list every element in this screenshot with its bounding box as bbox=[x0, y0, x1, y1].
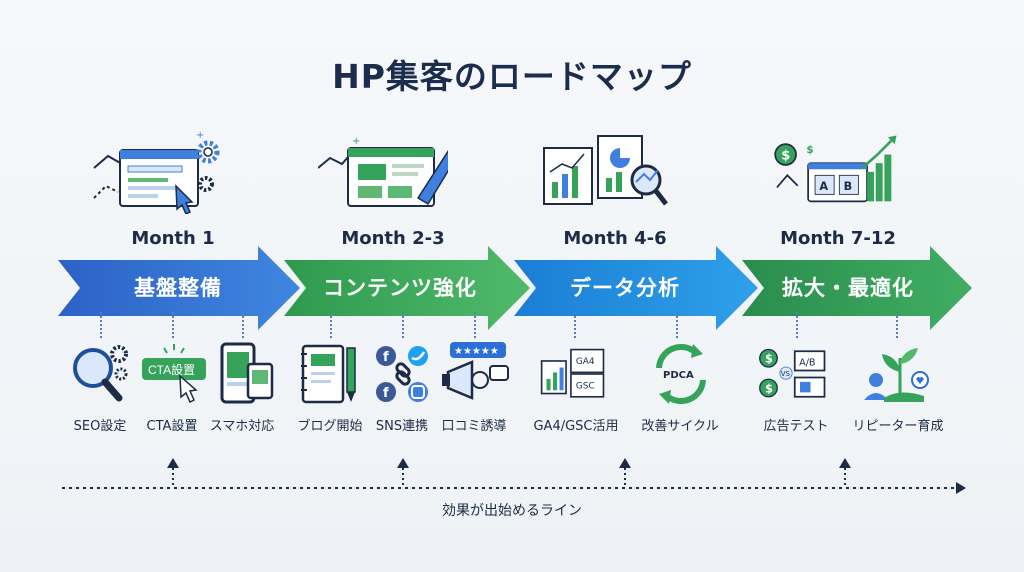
content-writing-illustration: + bbox=[318, 136, 448, 207]
item-label: 改善サイクル bbox=[641, 419, 719, 434]
website-setup-illustration: + bbox=[93, 130, 220, 214]
svg-text:A/B: A/B bbox=[799, 357, 815, 368]
svg-text:CTA設置: CTA設置 bbox=[148, 362, 195, 377]
connector bbox=[474, 312, 476, 338]
connector bbox=[100, 312, 102, 338]
svg-text:$: $ bbox=[765, 381, 773, 395]
connector bbox=[242, 312, 244, 338]
effect-line-label: 効果が出始めるライン bbox=[442, 503, 582, 519]
svg-text:B: B bbox=[844, 180, 853, 193]
svg-text:VS: VS bbox=[781, 370, 791, 378]
data-analysis-illustration bbox=[543, 135, 668, 206]
svg-text:+: + bbox=[352, 136, 360, 147]
svg-text:GA4: GA4 bbox=[576, 357, 595, 367]
item-label: ブログ開始 bbox=[297, 419, 363, 434]
connector bbox=[172, 312, 174, 338]
blog-notebook-icon bbox=[301, 344, 356, 404]
effect-marker bbox=[839, 458, 851, 486]
svg-text:★★★★★: ★★★★★ bbox=[454, 346, 499, 357]
pdca-cycle-icon: PDCA bbox=[656, 343, 706, 405]
connector bbox=[896, 312, 898, 338]
seo-magnifier-icon bbox=[73, 345, 128, 402]
item-label: 口コミ誘導 bbox=[441, 419, 507, 434]
phase-label-4: 拡大・最適化 bbox=[782, 276, 914, 300]
item-label: リピーター育成 bbox=[852, 419, 944, 434]
month-label-4: Month 7-12 bbox=[780, 228, 896, 249]
phase-label-3: データ分析 bbox=[570, 276, 680, 300]
phase-arrow-1 bbox=[58, 246, 300, 330]
connector bbox=[796, 312, 798, 338]
item-label: スマホ対応 bbox=[209, 419, 275, 434]
megaphone-review-icon: ★★★★★ bbox=[442, 342, 509, 400]
connector bbox=[402, 312, 404, 338]
svg-text:$: $ bbox=[765, 352, 773, 366]
ga4-gsc-report-icon: GA4 GSC bbox=[540, 348, 605, 398]
item-label: 広告テスト bbox=[763, 419, 829, 434]
page-title: HP集客のロードマップ bbox=[332, 57, 692, 96]
svg-text:f: f bbox=[383, 386, 389, 401]
svg-text:$: $ bbox=[806, 144, 813, 156]
svg-text:$: $ bbox=[781, 149, 790, 164]
connector bbox=[676, 312, 678, 338]
svg-text:A: A bbox=[819, 180, 828, 193]
svg-text:f: f bbox=[383, 350, 389, 365]
smartphone-tablet-icon bbox=[220, 342, 274, 404]
effect-marker bbox=[167, 458, 179, 486]
phase-label-2: コンテンツ強化 bbox=[323, 276, 477, 300]
phase-arrow-3 bbox=[514, 246, 758, 330]
month-label-3: Month 4-6 bbox=[563, 228, 667, 249]
phase-arrow-4 bbox=[742, 246, 972, 330]
month-label-1: Month 1 bbox=[131, 228, 215, 249]
effect-line bbox=[62, 458, 966, 494]
item-label: GA4/GSC活用 bbox=[533, 419, 619, 434]
svg-text:PDCA: PDCA bbox=[663, 370, 694, 381]
phase-arrows bbox=[58, 246, 972, 330]
repeater-growth-icon bbox=[864, 348, 929, 402]
month-label-2: Month 2-3 bbox=[341, 228, 445, 249]
effect-marker bbox=[619, 458, 631, 486]
item-label: SEO設定 bbox=[73, 419, 127, 434]
connector bbox=[330, 312, 332, 338]
ab-test-icon: $ $ VS A/B bbox=[759, 348, 826, 398]
growth-expansion-illustration: $ $ A B bbox=[774, 135, 897, 203]
connector bbox=[574, 312, 576, 338]
effect-marker bbox=[397, 458, 409, 486]
phase-label-1: 基盤整備 bbox=[134, 276, 222, 300]
sns-links-icon: f f bbox=[376, 346, 428, 402]
phase-arrow-2 bbox=[284, 246, 530, 330]
item-label: CTA設置 bbox=[146, 419, 198, 434]
svg-text:GSC: GSC bbox=[576, 382, 595, 392]
cta-button-icon: CTA設置 bbox=[142, 344, 206, 404]
svg-text:+: + bbox=[196, 130, 204, 141]
item-label: SNS連携 bbox=[375, 419, 429, 434]
